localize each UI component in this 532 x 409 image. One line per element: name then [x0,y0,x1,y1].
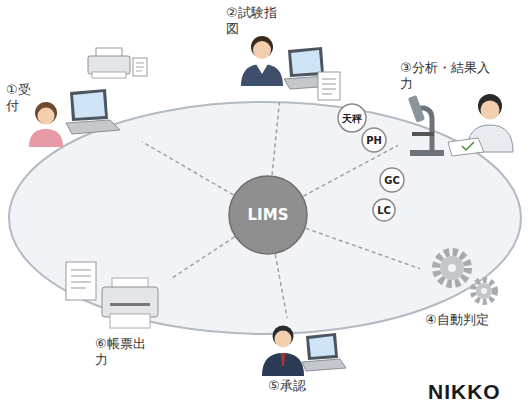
instruction-figure [241,36,340,100]
circle-shape [229,176,307,254]
circle-shape [362,128,386,152]
step-label: ②試験指図 [226,5,284,37]
instrument-badge: PH [361,127,387,153]
face [253,41,271,59]
report-figure [66,262,158,328]
gear-body [476,283,492,299]
workflow-ellipse [9,102,521,334]
hair [273,326,294,347]
company-logo: NIKKO [428,380,501,404]
hair [35,102,57,124]
instrument-badge: 天秤 [337,103,367,133]
step-label: ⑥帳票出力 [95,336,153,368]
dashed-link [170,237,235,279]
microscope-stage [412,132,434,136]
notebook [448,138,484,156]
laptop-display [73,92,105,118]
laptop-screen [306,333,338,360]
tie [281,353,285,366]
face [481,101,500,120]
role-station: ②試験指図 [222,2,347,102]
face [38,108,55,125]
node-label: LC [377,205,391,216]
gear-teeth [436,252,468,284]
dashed-link [272,102,279,175]
approval-figure [262,326,346,377]
gear-teeth [473,280,495,302]
analysis-figure [408,94,513,156]
role-station: ③分析・結果入力 [398,58,528,163]
step-label: ⑤承認 [268,378,328,394]
dashed-link [142,142,233,195]
printer-slot [110,303,150,306]
laptop-base [302,359,346,371]
report-sheet [66,262,96,300]
laptop-base [66,120,120,134]
node-label: LIMS [248,207,289,224]
gear-figure [436,252,495,302]
reception-figure [29,48,147,147]
circle-shape [380,168,404,192]
step-label: ④自動判定 [425,312,525,328]
body [241,64,283,86]
body [29,129,63,147]
step-label: ①受付 [6,82,42,114]
laptop-display [291,50,321,74]
role-station: ⑤承認 [240,318,350,403]
printer-output [110,314,150,328]
step-label: ③分析・結果入力 [400,60,496,92]
node-label: 天秤 [342,113,362,124]
printer-body [102,287,158,317]
gear-body [440,256,464,280]
laptop-display [309,336,335,357]
printer-output [92,72,126,78]
document-lines [322,79,336,94]
circle-shape [373,199,395,221]
gear-hole [448,264,456,272]
role-station: ①受付 [2,55,142,147]
printer-body [88,56,130,74]
instrument-badge: GC [379,167,405,193]
lims-hub: LIMS [228,175,308,255]
gear-hole [481,288,487,294]
body [262,353,304,376]
node-label: PH [366,135,382,146]
microscope-base [410,150,444,156]
collar [256,64,268,74]
face [275,331,292,348]
document [318,72,340,100]
node-label: GC [384,175,400,186]
role-station: ④自動判定 [420,242,529,334]
laptop-screen [70,89,108,121]
circle-shape [338,104,366,132]
slip-sheet [133,58,147,76]
instrument-badge: LC [372,198,396,222]
hair [251,36,273,58]
microscope-tube [408,95,425,123]
report-lines [71,270,91,288]
dashed-link [275,254,287,318]
role-station: ⑥帳票出力 [60,258,170,373]
slip-lines [136,63,144,71]
dashed-link [306,228,420,268]
check-mark [462,142,474,150]
